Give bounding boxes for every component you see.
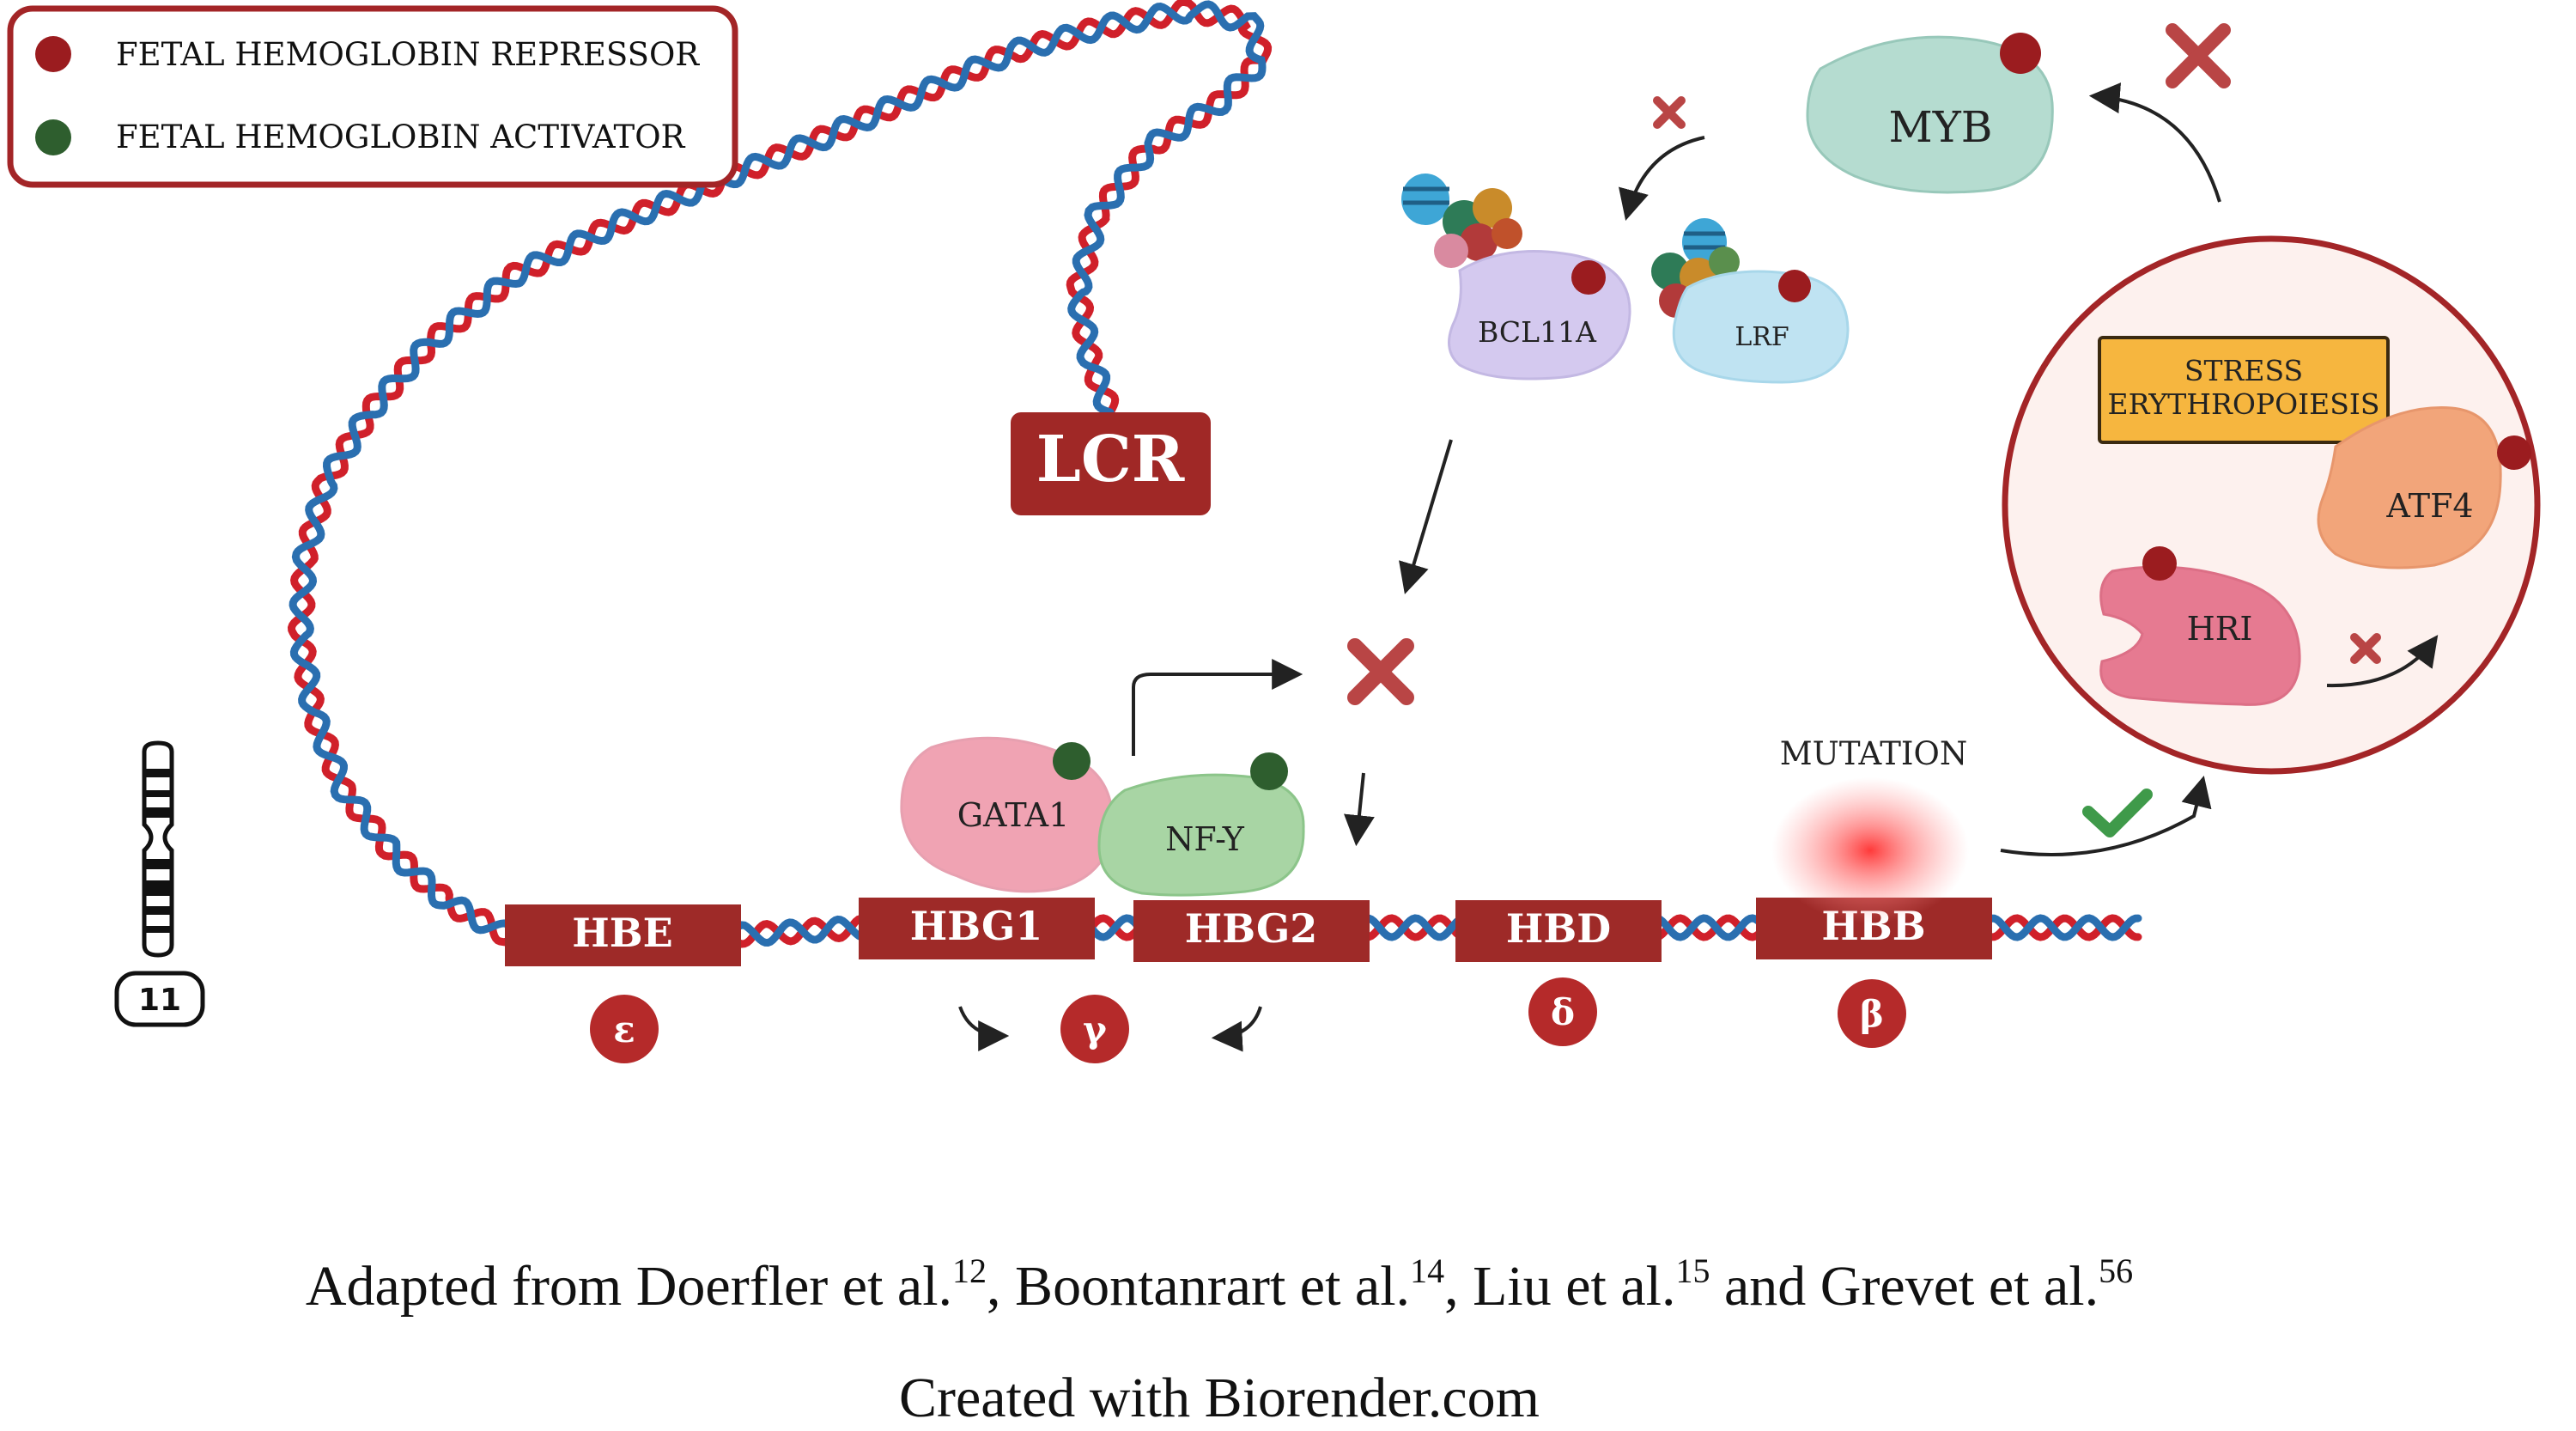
myb-protein: MYB [1806, 33, 2054, 194]
gene-cluster: HBE HBG1 HBG2 HBD HBB [505, 898, 1992, 966]
nucleosome-icon [1401, 174, 1449, 225]
myb-to-bcl11a-arrow-icon [1619, 136, 1705, 221]
hbg1-to-gamma-arrow-icon [958, 1006, 1010, 1051]
myb-label: MYB [1889, 102, 1993, 152]
small-cross-icon [1653, 96, 1686, 129]
gene-hbe: HBE [505, 904, 741, 966]
legend-repressor-label: FETAL HEMOGLOBIN REPRESSOR [116, 36, 700, 73]
to-stress-arrow-icon [2000, 776, 2212, 856]
gene-box [505, 904, 741, 966]
gene-hbd: HBD [1455, 900, 1662, 962]
gamma-badge [1060, 995, 1129, 1063]
stress-line1: STRESS [2184, 354, 2303, 387]
stress-erythropoiesis-panel: STRESS ERYTHROPOIESIS ATF4 HRI [2002, 235, 2541, 775]
mutation-glow-icon [1771, 777, 1969, 923]
legend: FETAL HEMOGLOBIN REPRESSOR FETAL HEMOGLO… [7, 5, 738, 188]
gene-box [1133, 900, 1370, 962]
reference-number: 15 [1675, 1251, 1710, 1290]
caption-references: Adapted from Doerfler et al.12, Boontanr… [0, 1254, 2439, 1319]
bcl11a-protein: BCL11A [1401, 174, 1631, 381]
to-myb-arrow-icon [2088, 82, 2221, 203]
legend-box [7, 5, 738, 188]
beta-symbol: β [1860, 993, 1884, 1035]
nfy-label: NF-Y [1165, 820, 1245, 858]
reference-number: 56 [2099, 1251, 2134, 1290]
atf4-label: ATF4 [2385, 487, 2473, 525]
nfy-protein: NF-Y [1097, 752, 1305, 897]
gamma-symbol: γ [1083, 1008, 1107, 1050]
chromosome-label: 11 [138, 983, 181, 1018]
repressor-dot-icon [1571, 260, 1606, 295]
lrf-protein: LRF [1651, 218, 1850, 384]
reference-number: 14 [1410, 1251, 1445, 1290]
globin-symbols: ε γ δ β [590, 977, 1906, 1063]
caption-text: , Boontanrart et al. [987, 1255, 1411, 1318]
lrf-label: LRF [1735, 322, 1789, 352]
block-cross-icon [1347, 638, 1414, 705]
activator-dot-icon [1053, 742, 1091, 780]
repressor-dot-icon [2142, 546, 2177, 581]
gene-label: HBD [1506, 905, 1611, 952]
hri-to-atf4-arrow-icon [2326, 635, 2439, 688]
stress-box [2098, 336, 2390, 444]
caption-text: , Liu et al. [1444, 1255, 1676, 1318]
repressor-dot-icon [35, 36, 71, 72]
mutation-label: MUTATION [1780, 735, 1967, 772]
activation-arrow-icon [1132, 659, 1303, 756]
hri-protein: HRI [2099, 546, 2301, 706]
activator-dot-icon [1250, 752, 1288, 790]
chromosome-11-icon: 11 [114, 740, 205, 1027]
caption-credit: Created with Biorender.com [899, 1367, 1540, 1429]
gene-hbg1: HBG1 [859, 898, 1095, 959]
repressor-dot-icon [1778, 270, 1811, 302]
hri-label: HRI [2187, 610, 2253, 648]
repressor-dot-icon [2497, 435, 2531, 470]
hemoglobin-regulation-diagram: FETAL HEMOGLOBIN REPRESSOR FETAL HEMOGLO… [7, 0, 2541, 1063]
lcr-region: LCR [1011, 412, 1211, 515]
down-arrow-icon [1344, 772, 1375, 847]
bcl11a-label: BCL11A [1478, 315, 1597, 349]
reference-number: 12 [952, 1251, 987, 1290]
repression-arrow-icon [1399, 439, 1453, 594]
hbg2-to-gamma-arrow-icon [1211, 1006, 1262, 1052]
legend-activator-label: FETAL HEMOGLOBIN ACTIVATOR [116, 119, 686, 155]
gene-box [1455, 900, 1662, 962]
gene-label: HBG1 [910, 903, 1043, 949]
corepressor-complex-icon [1434, 188, 1522, 268]
caption-text: and Grevet et al. [1710, 1255, 2099, 1318]
gene-hbg2: HBG2 [1133, 900, 1370, 962]
caption-text: Adapted from Doerfler et al. [305, 1255, 953, 1318]
atf4-protein: ATF4 [2317, 406, 2531, 569]
gene-label: HBG2 [1185, 905, 1318, 952]
delta-symbol: δ [1551, 991, 1575, 1033]
large-cross-icon [2166, 23, 2231, 88]
beta-badge [1838, 979, 1906, 1048]
epsilon-badge [590, 995, 659, 1063]
lcr-label: LCR [1036, 423, 1185, 496]
activator-dot-icon [35, 119, 71, 155]
gene-label: HBE [572, 910, 672, 956]
epsilon-symbol: ε [613, 1008, 635, 1050]
small-cross-icon [2350, 633, 2381, 664]
delta-badge [1528, 977, 1597, 1046]
gene-box [859, 898, 1095, 959]
mutation-marker: MUTATION [1771, 735, 1969, 923]
check-icon [2082, 789, 2153, 837]
gata1-label: GATA1 [957, 796, 1070, 834]
stress-line2: ERYTHROPOIESIS [2107, 387, 2379, 421]
gata1-protein: GATA1 [900, 736, 1114, 893]
repressor-dot-icon [2000, 33, 2041, 74]
lcr-box [1011, 412, 1211, 515]
